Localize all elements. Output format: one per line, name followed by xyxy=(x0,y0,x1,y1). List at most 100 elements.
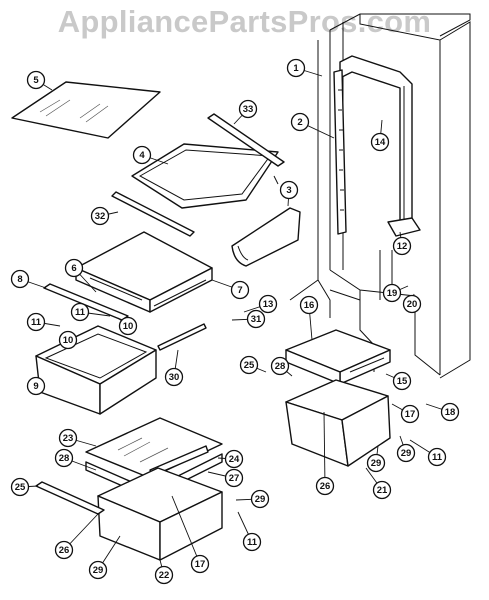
callout-circle xyxy=(392,371,412,391)
callout-c33: 33 xyxy=(238,99,258,119)
callout-c28b: 28 xyxy=(270,356,290,376)
leader-line-c17b xyxy=(171,495,201,565)
callout-label: 32 xyxy=(95,211,106,222)
callout-label: 12 xyxy=(397,241,408,252)
callout-label: 22 xyxy=(159,570,170,581)
callout-circle xyxy=(400,404,420,424)
callout-circle xyxy=(366,453,386,473)
watermark-text: AppliancePartsPros.com xyxy=(57,4,432,39)
callout-c9: 9 xyxy=(26,376,46,396)
callout-circle xyxy=(440,402,460,422)
callout-circle xyxy=(54,448,74,468)
callout-c25b: 25 xyxy=(239,355,259,375)
callout-c13: 13 xyxy=(258,294,278,314)
callout-circle xyxy=(230,280,250,300)
callout-circle xyxy=(396,443,416,463)
callout-c11d: 11 xyxy=(242,532,262,552)
callout-label: 7 xyxy=(237,285,242,296)
callout-c30: 30 xyxy=(164,367,184,387)
callout-c10a: 10 xyxy=(118,316,138,336)
callout-circle xyxy=(382,283,402,303)
callout-label: 11 xyxy=(75,307,86,318)
callout-circle xyxy=(90,206,110,226)
callout-circle xyxy=(132,145,152,165)
callout-c7: 7 xyxy=(230,280,250,300)
callout-c11a: 11 xyxy=(26,312,46,332)
part-12-rail xyxy=(339,55,421,237)
callout-c1: 1 xyxy=(286,58,306,78)
callout-c3: 3 xyxy=(279,180,299,200)
part-23-glass xyxy=(85,417,223,479)
callout-circle xyxy=(290,112,310,132)
callout-circle xyxy=(427,447,447,467)
part-7-crisper-cover xyxy=(75,231,213,313)
callout-group: 1234567891010111111111213141516171718192… xyxy=(10,58,460,585)
callout-circle xyxy=(242,532,262,552)
callout-label: 29 xyxy=(371,458,382,469)
callout-circle xyxy=(58,330,78,350)
callout-circle xyxy=(279,180,299,200)
callout-circle xyxy=(372,480,392,500)
callout-label: 4 xyxy=(139,150,145,161)
callout-c16: 16 xyxy=(299,295,319,315)
callout-circle xyxy=(10,269,30,289)
part-33-rail xyxy=(207,113,285,167)
callout-c15: 15 xyxy=(392,371,412,391)
callout-label: 9 xyxy=(33,381,38,392)
callout-c20: 20 xyxy=(402,294,422,314)
callout-c17b: 17 xyxy=(190,554,210,574)
callout-c29d: 29 xyxy=(88,560,108,580)
callout-c27: 27 xyxy=(224,468,244,488)
callout-c10b: 10 xyxy=(58,330,78,350)
callout-circle xyxy=(58,428,78,448)
callout-circle xyxy=(238,99,258,119)
callout-circle xyxy=(224,468,244,488)
callout-circle xyxy=(26,312,46,332)
callout-label: 28 xyxy=(59,453,70,464)
callout-c11c: 11 xyxy=(427,447,447,467)
callout-label: 20 xyxy=(407,299,418,310)
callout-label: 13 xyxy=(263,299,274,310)
callout-c5: 5 xyxy=(26,70,46,90)
callout-circle xyxy=(190,554,210,574)
callout-c17a: 17 xyxy=(400,404,420,424)
callout-c19: 19 xyxy=(382,283,402,303)
callout-c22: 22 xyxy=(154,565,174,585)
callout-label: 21 xyxy=(377,485,388,496)
callout-c28a: 28 xyxy=(54,448,74,468)
callout-c11b: 11 xyxy=(70,302,90,322)
callout-label: 29 xyxy=(93,565,104,576)
callout-c31: 31 xyxy=(246,309,266,329)
callout-c12: 12 xyxy=(392,236,412,256)
callout-label: 25 xyxy=(15,482,26,493)
callout-circle xyxy=(250,489,270,509)
part-2-strip xyxy=(333,69,347,235)
callout-c6: 6 xyxy=(64,258,84,278)
callout-label: 30 xyxy=(169,372,180,383)
callout-label: 16 xyxy=(304,300,315,311)
callout-circle xyxy=(10,477,30,497)
callout-c25a: 25 xyxy=(10,477,30,497)
callout-label: 29 xyxy=(401,448,412,459)
callout-label: 31 xyxy=(251,314,262,325)
callout-circle xyxy=(164,367,184,387)
callout-c29b: 29 xyxy=(396,443,416,463)
callout-label: 25 xyxy=(244,360,255,371)
callout-circle xyxy=(299,295,319,315)
part-22-drawer xyxy=(97,467,223,561)
callout-label: 3 xyxy=(286,185,291,196)
callout-label: 2 xyxy=(297,117,302,128)
callout-circle xyxy=(26,70,46,90)
leader-line-c26b xyxy=(323,411,326,487)
callout-circle xyxy=(70,302,90,322)
part-9-crisper-drawer xyxy=(35,325,157,415)
callout-label: 15 xyxy=(397,376,408,387)
callout-label: 8 xyxy=(17,274,22,285)
callout-circle xyxy=(270,356,290,376)
callout-c32: 32 xyxy=(90,206,110,226)
callout-circle xyxy=(64,258,84,278)
callout-label: 33 xyxy=(243,104,254,115)
callout-c24: 24 xyxy=(224,449,244,469)
callout-c2: 2 xyxy=(290,112,310,132)
